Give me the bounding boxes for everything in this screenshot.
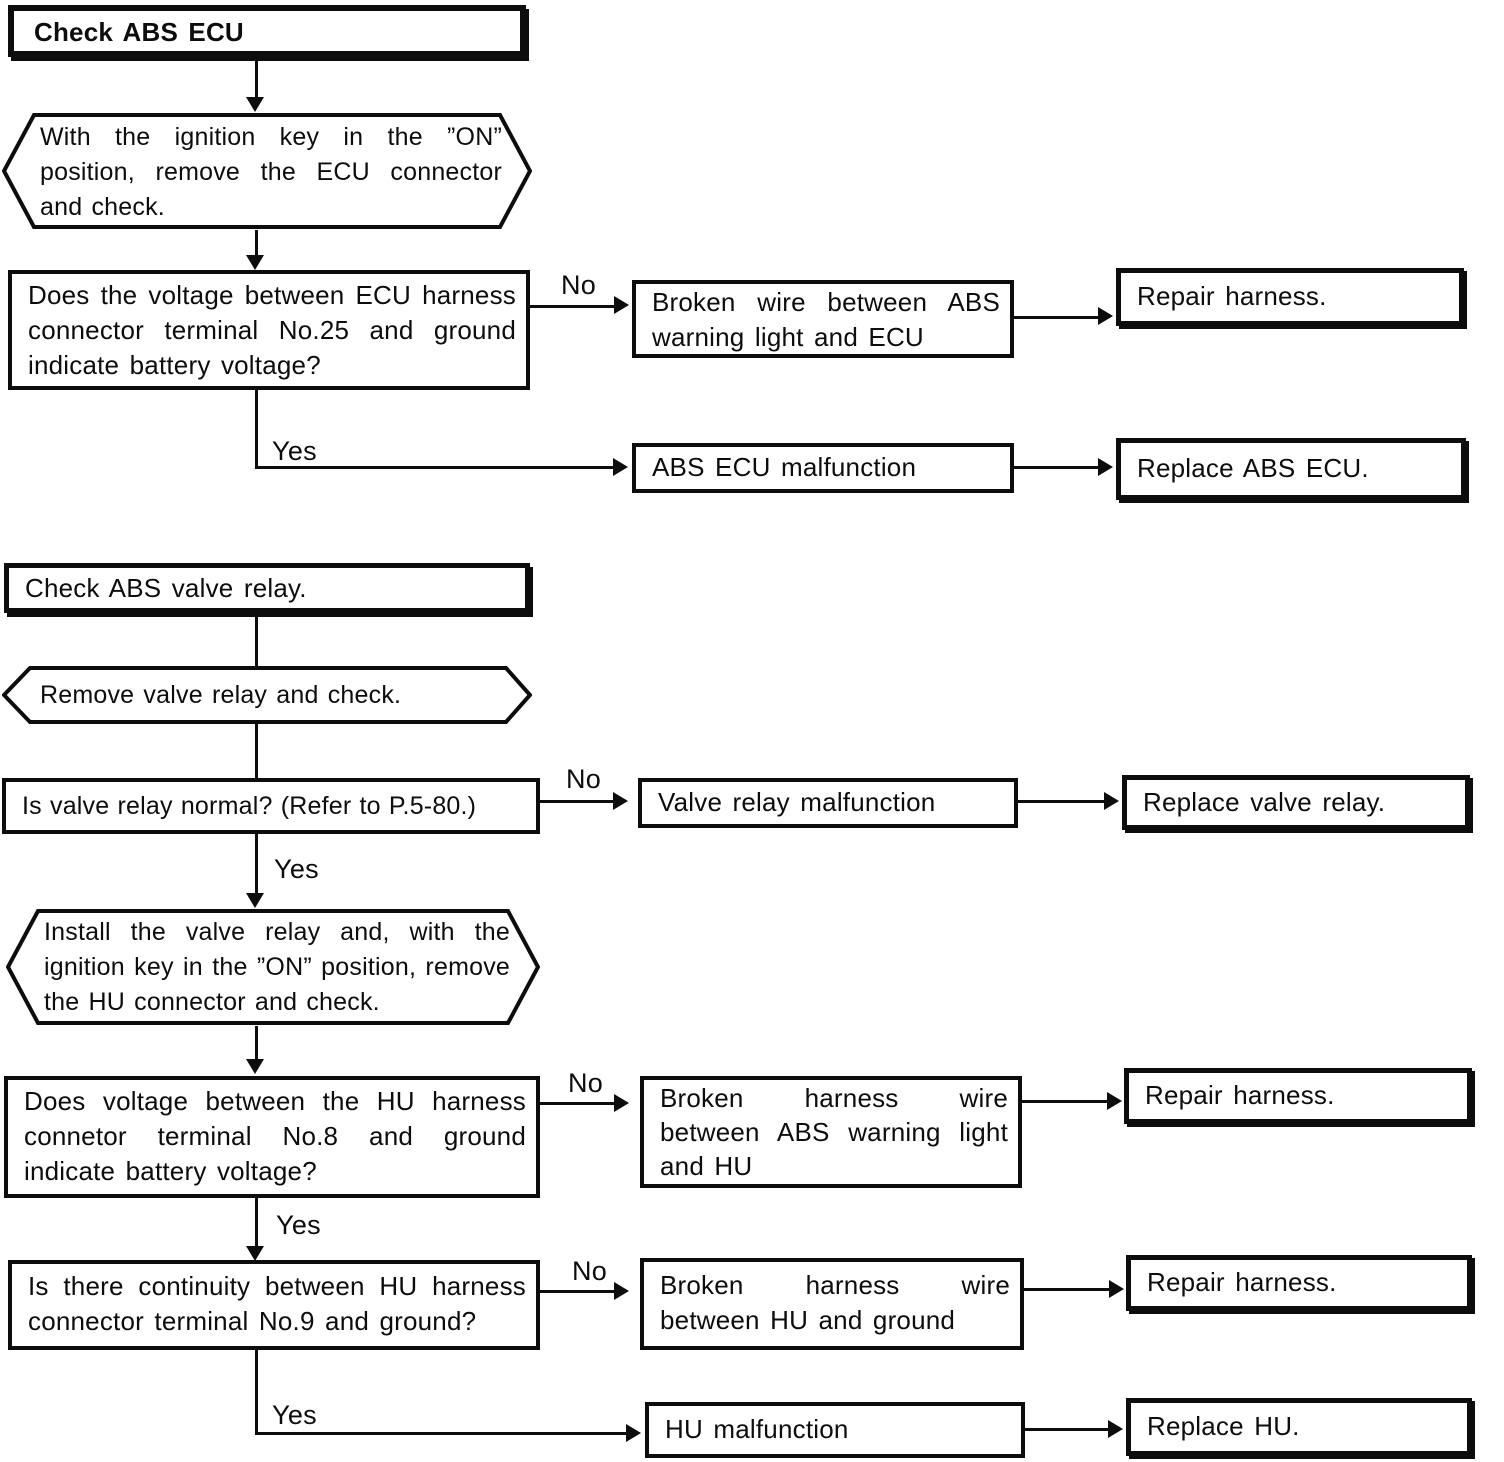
arrowhead-down-icon [246, 1059, 264, 1074]
arrowhead-down-icon [246, 1246, 264, 1261]
section1-step-text: With the ignition key in the ”ON” positi… [40, 123, 502, 221]
arrowhead-right-icon [1107, 1092, 1122, 1110]
section1-yes-cause-box: ABS ECU malfunction [632, 443, 1014, 493]
arrowhead-right-icon [1098, 458, 1113, 476]
section2-q3-no-remedy-box: Repair harness. [1126, 1255, 1472, 1311]
section2-q3-yes-remedy-box: Replace HU. [1126, 1398, 1472, 1456]
no-label: No [566, 764, 602, 794]
arrowhead-down-icon [246, 893, 264, 908]
arrowhead-right-icon [614, 296, 629, 314]
section2-step2-hexagon: Install the valve relay and, with the ig… [6, 908, 540, 1026]
connector [255, 466, 615, 469]
arrowhead-down-icon [246, 97, 264, 112]
arrowhead-right-icon [626, 1424, 641, 1442]
connector [540, 800, 616, 803]
connector [255, 57, 258, 99]
section2-step1-text: Remove valve relay and check. [40, 681, 402, 709]
section1-yes-remedy-box: Replace ABS ECU. [1116, 438, 1466, 500]
arrowhead-right-icon [613, 792, 628, 810]
connector [255, 1432, 627, 1435]
connector [255, 613, 258, 666]
connector [1022, 1100, 1110, 1103]
connector [530, 305, 616, 308]
section2-q1-box: Is valve relay normal? (Refer to P.5-80.… [2, 778, 540, 834]
connector [255, 834, 258, 894]
section2-q2-no-remedy-box: Repair harness. [1124, 1068, 1472, 1124]
no-label: No [572, 1256, 608, 1286]
section2-step1-hexagon: Remove valve relay and check. [2, 666, 532, 724]
connector [1014, 316, 1100, 319]
connector [255, 230, 258, 256]
connector [540, 1290, 616, 1293]
arrowhead-right-icon [1108, 1420, 1123, 1438]
connector [255, 1350, 258, 1435]
section1-step-hexagon: With the ignition key in the ”ON” positi… [2, 112, 532, 230]
hexagon-outline [6, 909, 540, 1025]
connector [1025, 1428, 1111, 1431]
section2-q2-no-cause-box: Broken harness wire between ABS warning … [640, 1076, 1022, 1188]
arrowhead-right-icon [614, 1094, 629, 1112]
yes-label: Yes [272, 436, 317, 466]
hexagon-outline [2, 666, 532, 724]
section1-no-remedy-box: Repair harness. [1116, 268, 1464, 326]
arrowhead-right-icon [613, 458, 628, 476]
yes-label: Yes [276, 1210, 321, 1240]
section2-q1-no-remedy-box: Replace valve relay. [1122, 775, 1470, 830]
arrowhead-down-icon [246, 255, 264, 270]
section1-question-box: Does the voltage between ECU harness con… [8, 270, 530, 390]
section2-step2-text: Install the valve relay and, with the ig… [44, 918, 510, 1016]
yes-label: Yes [272, 1400, 317, 1430]
connector [540, 1102, 616, 1105]
arrowhead-right-icon [1104, 792, 1119, 810]
section2-q2-box: Does voltage between the HU harness conn… [4, 1076, 540, 1198]
section2-title-box: Check ABS valve relay. [4, 563, 530, 613]
section2-q3-yes-cause-box: HU malfunction [645, 1402, 1025, 1458]
arrowhead-right-icon [614, 1282, 629, 1300]
section2-q3-no-cause-box: Broken harness wire between HU and groun… [640, 1258, 1024, 1350]
arrowhead-right-icon [1098, 307, 1113, 325]
no-label: No [561, 270, 597, 300]
section2-q1-no-cause-box: Valve relay malfunction [638, 778, 1018, 828]
hexagon-outline [2, 113, 532, 229]
section2-q3-box: Is there continuity between HU harness c… [8, 1260, 540, 1350]
connector [255, 1198, 258, 1248]
arrowhead-right-icon [1109, 1280, 1124, 1298]
connector [255, 390, 258, 469]
no-label: No [568, 1068, 604, 1098]
connector [255, 724, 258, 778]
section1-title-box: Check ABS ECU [8, 5, 526, 57]
section1-no-cause-box: Broken wire between ABS warning light an… [632, 280, 1014, 358]
connector [1018, 800, 1106, 803]
yes-label: Yes [274, 854, 319, 884]
connector [255, 1026, 258, 1060]
connector [1014, 466, 1100, 469]
connector [1024, 1288, 1112, 1291]
